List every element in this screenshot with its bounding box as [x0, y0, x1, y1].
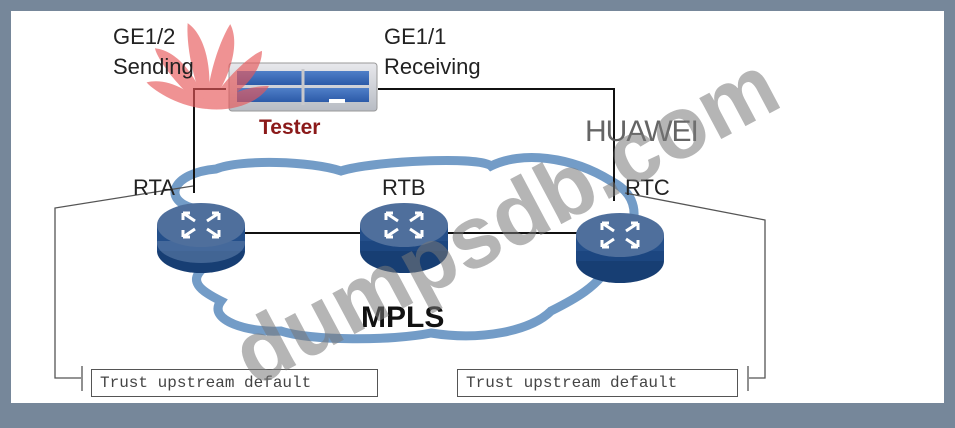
config-box-rta: Trust upstream default	[91, 369, 378, 397]
config-box-rtc: Trust upstream default	[457, 369, 738, 397]
tester-label: Tester	[259, 116, 321, 139]
router-rtc-label: RTC	[625, 175, 670, 200]
tester-left-role-label: Sending	[113, 54, 194, 79]
tester-right-port-label: GE1/1	[384, 24, 447, 49]
bracket-rtc	[624, 192, 766, 379]
router-rta-icon	[157, 203, 245, 273]
router-rtc-icon	[576, 213, 664, 283]
tester-right-role-label: Receiving	[384, 54, 481, 79]
tester-left-port-label: GE1/2	[113, 24, 176, 49]
diagram-canvas: GE1/2 Sending GE1/1 Receiving Tester HUA…	[11, 11, 944, 404]
tester-device	[228, 62, 378, 112]
huawei-logo-text: HUAWEI	[585, 115, 699, 148]
router-rtb-label: RTB	[382, 175, 426, 200]
topology-svg	[54, 23, 766, 391]
huawei-logo-icon	[146, 23, 269, 110]
bracket-rta	[54, 185, 194, 379]
router-rtb-icon	[360, 203, 448, 273]
router-rta-label: RTA	[133, 175, 175, 200]
link-tester-rtc	[378, 88, 615, 201]
mpls-label: MPLS	[361, 301, 445, 334]
